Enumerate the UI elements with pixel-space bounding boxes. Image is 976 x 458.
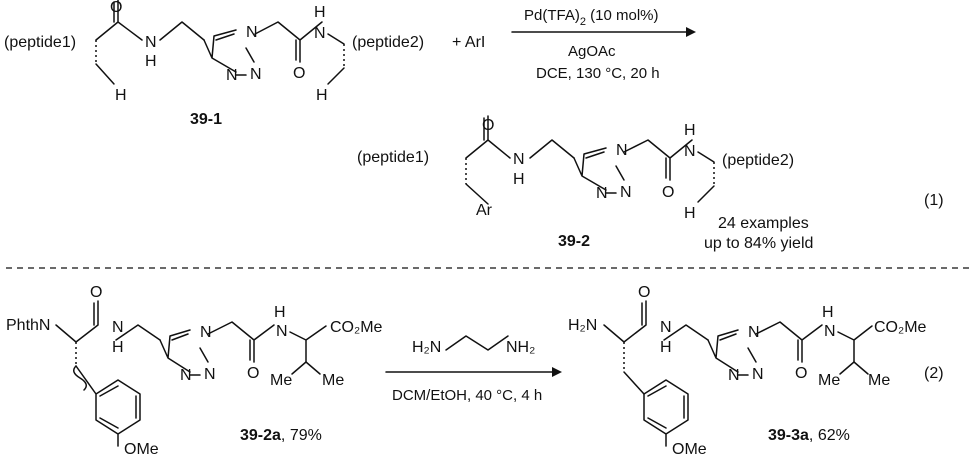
substrate-amide-h-left: H [145, 53, 157, 70]
reaction2-conditions-label: DCM/EtOH, 40 °C, 4 h [392, 387, 542, 404]
product-amide-h-left: H [513, 171, 525, 188]
substrate-peptide1-group: (peptide1) [4, 34, 76, 51]
equation-number-2: (2) [924, 365, 944, 382]
product-ester: CO₂Me [874, 319, 927, 336]
product-carbonyl-o1: O [638, 284, 650, 301]
product-amine-group: H₂N [568, 317, 597, 334]
substrate-amide-h-left: H [112, 339, 124, 356]
product-triazole-n1: N [748, 324, 760, 341]
equation-number-1: (1) [924, 192, 944, 209]
substrate-carbonyl-o2: O [247, 365, 259, 382]
substrate-triazole-n2: N [204, 366, 216, 383]
additive-label: AgOAc [568, 43, 616, 60]
substrate-label-with-yield: 39-2a, 79% [240, 427, 322, 444]
product-label: 39-2 [558, 233, 590, 250]
product-carbonyl-o2: O [662, 184, 674, 201]
product-carbonyl-o2: O [795, 365, 807, 382]
substrate-39-1: (peptide1) O N H H N N N O H N H (peptid… [4, 0, 424, 128]
substrate-amide-n-left: N [112, 319, 124, 336]
product-peptide2-group: (peptide2) [722, 152, 794, 169]
catalyst-label: Pd(TFA)2 (10 mol%) [524, 7, 659, 28]
substrate-methoxy: OMe [124, 441, 159, 458]
substrate-amide-n-left: N [145, 34, 157, 51]
reaction1-arrow: Pd(TFA)2 (10 mol%) AgOAc DCE, 130 °C, 20… [511, 7, 696, 82]
substrate-phthn-group: PhthN [6, 317, 50, 334]
product-amide-n-right: N [684, 143, 696, 160]
product-amide-n-left: N [513, 151, 525, 168]
substrate-triazole-n2: N [250, 66, 262, 83]
reagent-left-amine: H₂N [412, 339, 441, 356]
product-amide-h-left: H [660, 339, 672, 356]
substrate-amide-h-right: H [314, 4, 326, 21]
substrate-triazole-n1: N [246, 24, 258, 41]
reaction2-arrow: H₂N NH₂ DCM/EtOH, 40 °C, 4 h [385, 335, 562, 404]
substrate-triazole-n3: N [226, 67, 238, 84]
substrate-amide-n-right: N [276, 323, 288, 340]
substrate-triazole-n1: N [200, 324, 212, 341]
reagent-right-amine: NH₂ [506, 339, 535, 356]
product-39-2: (peptide1) O N H Ar N N N O H N H (pepti… [357, 115, 813, 252]
product-methoxy: OMe [672, 441, 707, 458]
product-amide-n-right: N [824, 323, 836, 340]
catalyst-subscript: 2 [580, 16, 586, 28]
substrate-carbonyl-o1: O [90, 284, 102, 301]
substrate-peptide2-group: (peptide2) [352, 34, 424, 51]
substrate-isopropyl-left: Me [270, 372, 292, 389]
product-isopropyl-left: Me [818, 372, 840, 389]
product-39-3a: H₂N O N H N N N O H N CO₂Me Me Me OMe 39… [568, 284, 927, 458]
substrate-label: 39-2a [240, 427, 281, 444]
product-aryl-group: Ar [476, 202, 493, 219]
product-triazole-n2: N [752, 366, 764, 383]
product-amide-h-right: H [684, 122, 696, 139]
product-ch-h-right: H [684, 205, 696, 222]
substrate-ch-h-right: H [316, 87, 328, 104]
product-label: 39-3a [768, 427, 809, 444]
substrate-ch-h-left: H [115, 87, 127, 104]
catalyst-main: Pd(TFA) [524, 7, 580, 24]
substrate-amide-h-right: H [274, 304, 286, 321]
product-triazole-n3: N [728, 367, 740, 384]
substrate-yield: , 79% [281, 427, 322, 444]
product-label-with-yield: 39-3a, 62% [768, 427, 850, 444]
product-amide-h-right: H [822, 304, 834, 321]
substrate-isopropyl-right: Me [322, 372, 344, 389]
substrate-carbonyl-o1: O [110, 0, 122, 16]
substrate-label: 39-1 [190, 111, 222, 128]
substrate-ester: CO₂Me [330, 319, 383, 336]
result-yield: up to 84% yield [704, 235, 813, 252]
substrate-carbonyl-o2: O [293, 65, 305, 82]
product-triazole-n3: N [596, 185, 608, 202]
catalyst-loading: (10 mol%) [586, 7, 659, 24]
product-triazole-n1: N [616, 142, 628, 159]
substrate-triazole-n3: N [180, 367, 192, 384]
product-carbonyl-o1: O [482, 117, 494, 134]
result-examples: 24 examples [718, 215, 809, 232]
product-peptide1-group: (peptide1) [357, 149, 429, 166]
substrate-amide-n-right: N [314, 25, 326, 42]
product-amide-n-left: N [660, 319, 672, 336]
product-yield: , 62% [809, 427, 850, 444]
reagent-aryl-iodide: + ArI [452, 34, 485, 51]
substrate-39-2a: PhthN O N H N N N O H N CO₂Me Me Me OMe … [6, 284, 383, 458]
conditions-label: DCE, 130 °C, 20 h [536, 65, 660, 82]
product-isopropyl-right: Me [868, 372, 890, 389]
product-triazole-n2: N [620, 184, 632, 201]
